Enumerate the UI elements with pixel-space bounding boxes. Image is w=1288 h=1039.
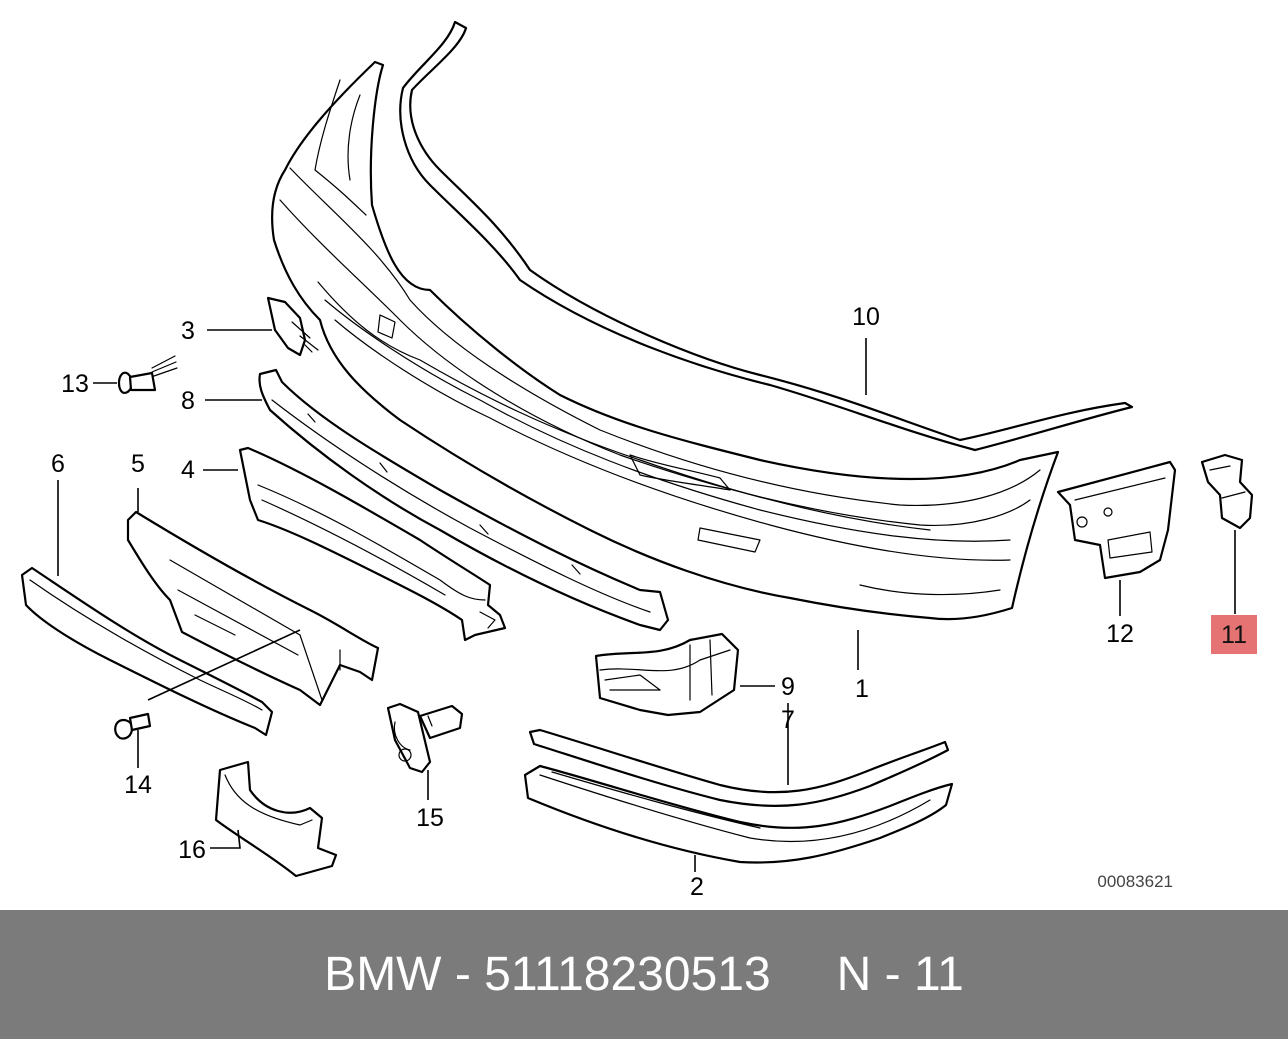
part-6-trim-strip <box>20 566 274 737</box>
part-5-plate-holder <box>126 510 380 707</box>
callout-2: 2 <box>690 873 704 901</box>
part-9-air-duct <box>594 632 740 717</box>
exploded-parts-diagram: 10 3 13 8 6 5 4 12 11 9 1 7 14 15 16 2 0… <box>20 20 1257 901</box>
callout-10: 10 <box>852 303 880 331</box>
part-12-side-bracket <box>1056 460 1177 580</box>
footer-text: BMW - 51118230513 N - 11 <box>324 947 964 1002</box>
part-1-bumper-cover <box>271 60 1060 621</box>
callout-12: 12 <box>1106 620 1134 648</box>
reference-code: 00083621 <box>1097 872 1173 891</box>
callout-9: 9 <box>781 673 795 701</box>
footer-brand-part-number: BMW - 51118230513 <box>324 948 771 1001</box>
callout-4: 4 <box>181 456 195 484</box>
part-7-molding <box>528 728 950 807</box>
callout-8: 8 <box>181 387 195 415</box>
callout-5: 5 <box>131 450 145 478</box>
part-14-push-pin <box>114 712 152 740</box>
footer-position: N - 11 <box>836 948 964 1001</box>
callout-7: 7 <box>781 706 795 734</box>
part-15-clip <box>386 702 464 774</box>
callout-6: 6 <box>51 450 65 478</box>
callout-3: 3 <box>181 317 195 345</box>
callout-labels: 10 3 13 8 6 5 4 12 11 9 1 7 14 15 16 2 <box>51 303 1257 901</box>
callout-13: 13 <box>61 370 89 398</box>
part-16-deflector <box>214 760 338 878</box>
callout-16: 16 <box>178 836 206 864</box>
callout-1: 1 <box>855 675 869 703</box>
callout-11: 11 <box>1221 621 1247 649</box>
part-8-strip <box>258 368 670 632</box>
callout-14: 14 <box>124 771 152 799</box>
part-4-grille-carrier <box>238 446 507 642</box>
leader-lines <box>57 329 1236 872</box>
footer-bar: BMW - 51118230513 N - 11 <box>0 910 1288 1039</box>
part-2-lower-bumper <box>523 764 954 864</box>
part-11-clip <box>1200 453 1254 530</box>
callout-11-highlight <box>1211 615 1257 654</box>
part-13-rivet <box>117 355 178 394</box>
part-3-bracket <box>266 296 319 357</box>
callout-15: 15 <box>416 804 444 832</box>
part-10-trim-strip <box>399 20 1134 452</box>
